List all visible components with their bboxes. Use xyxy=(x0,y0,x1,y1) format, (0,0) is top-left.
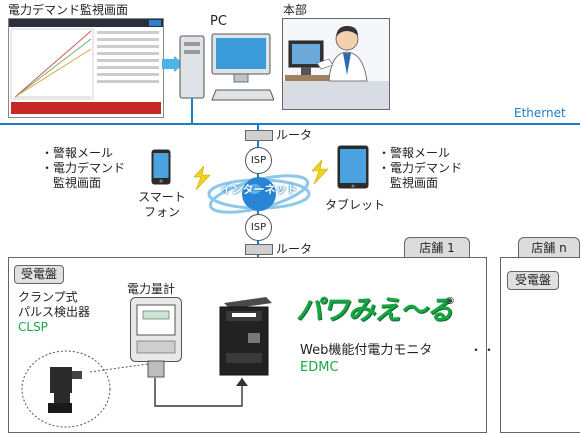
ethernet-label: Ethernet xyxy=(514,106,566,120)
screen-arrow xyxy=(162,56,184,72)
storen-panel-tag: 受電盤 xyxy=(507,271,559,290)
pc-link-line xyxy=(191,98,193,124)
router-bottom-label: ルータ xyxy=(276,242,313,256)
meter-label: 電力量計 xyxy=(127,282,176,296)
lightning-left-icon xyxy=(190,166,212,190)
router-top-label: ルータ xyxy=(276,128,313,142)
internet-label: インターネット xyxy=(220,183,298,196)
isp-bottom-label: ISP xyxy=(250,222,267,233)
edmc-device-icon xyxy=(218,297,272,377)
edmc-name: Web機能付電力モニタ xyxy=(300,343,433,358)
router-bottom-icon xyxy=(245,244,273,255)
smartphone-bullet-3: 監視画面 xyxy=(41,176,102,190)
tablet-bullet-3: 監視画面 xyxy=(378,176,439,190)
smartphone-icon xyxy=(151,149,171,185)
smartphone-label-2: フォン xyxy=(143,205,180,219)
monitor-caption: 電力デマンド監視画面 xyxy=(8,3,129,17)
honbu-label: 本部 xyxy=(283,3,308,17)
honbu-office-illustration xyxy=(282,18,390,110)
powermieru-logo: パワみえ～る xyxy=(296,295,453,326)
store1-tab: 店舗 1 xyxy=(404,237,470,258)
clamp-sensor-icon xyxy=(20,345,112,431)
smartphone-bullet-1: ・警報メール xyxy=(41,146,114,160)
tablet-label: タブレット xyxy=(325,198,386,212)
tablet-bullet-2: ・電力デマンド xyxy=(378,161,463,175)
power-meter-icon xyxy=(130,297,182,379)
logo-registered-mark: ® xyxy=(445,296,455,307)
lightning-right-icon xyxy=(308,160,330,184)
clamp-label-2: パルス検出器 xyxy=(18,305,91,319)
smartphone-bullet-2: ・電力デマンド xyxy=(41,161,126,175)
clamp-to-meter-dotted xyxy=(90,362,150,374)
edmc-code: EDMC xyxy=(300,360,339,375)
tablet-icon xyxy=(337,145,369,189)
demand-screen-thumbnail xyxy=(8,18,164,118)
isp-bottom: ISP xyxy=(245,214,272,241)
clamp-code: CLSP xyxy=(18,320,48,334)
meter-to-edmc-wire xyxy=(150,378,248,410)
pc-label: PC xyxy=(210,14,227,29)
pc-computer-icon xyxy=(178,32,274,122)
ethernet-line xyxy=(0,123,580,125)
storen-tab: 店舗 n xyxy=(518,237,580,258)
store1-panel-tag: 受電盤 xyxy=(14,265,64,284)
smartphone-label-1: スマート xyxy=(138,190,186,204)
isp-top: ISP xyxy=(245,147,272,174)
tablet-bullet-1: ・警報メール xyxy=(378,146,451,160)
router-top-icon xyxy=(245,130,273,141)
internet-globe-icon xyxy=(204,168,314,220)
isp-top-label: ISP xyxy=(250,155,267,166)
clamp-label-1: クランプ式 xyxy=(18,290,78,304)
